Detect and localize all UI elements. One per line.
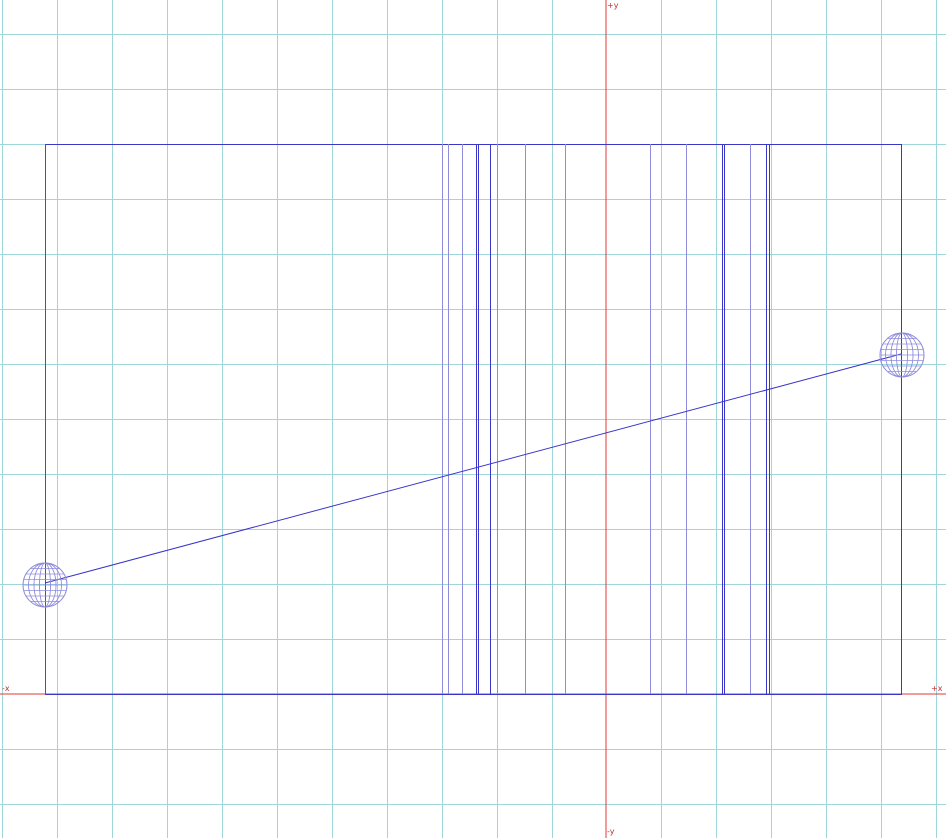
box-slices <box>442 144 770 694</box>
rope-line[interactable] <box>44 353 902 584</box>
sphere-longitude <box>28 562 62 608</box>
axis-label-minus-y: -y <box>607 827 615 836</box>
wireframe-box[interactable] <box>45 144 902 695</box>
axis-label-plus-x: +x <box>931 684 943 693</box>
axis-label-minus-x: -x <box>2 684 10 693</box>
sphere-longitude <box>885 332 919 378</box>
sphere-left[interactable] <box>22 562 68 608</box>
axis-label-plus-y: +y <box>607 1 619 10</box>
sphere-right[interactable] <box>879 332 925 378</box>
